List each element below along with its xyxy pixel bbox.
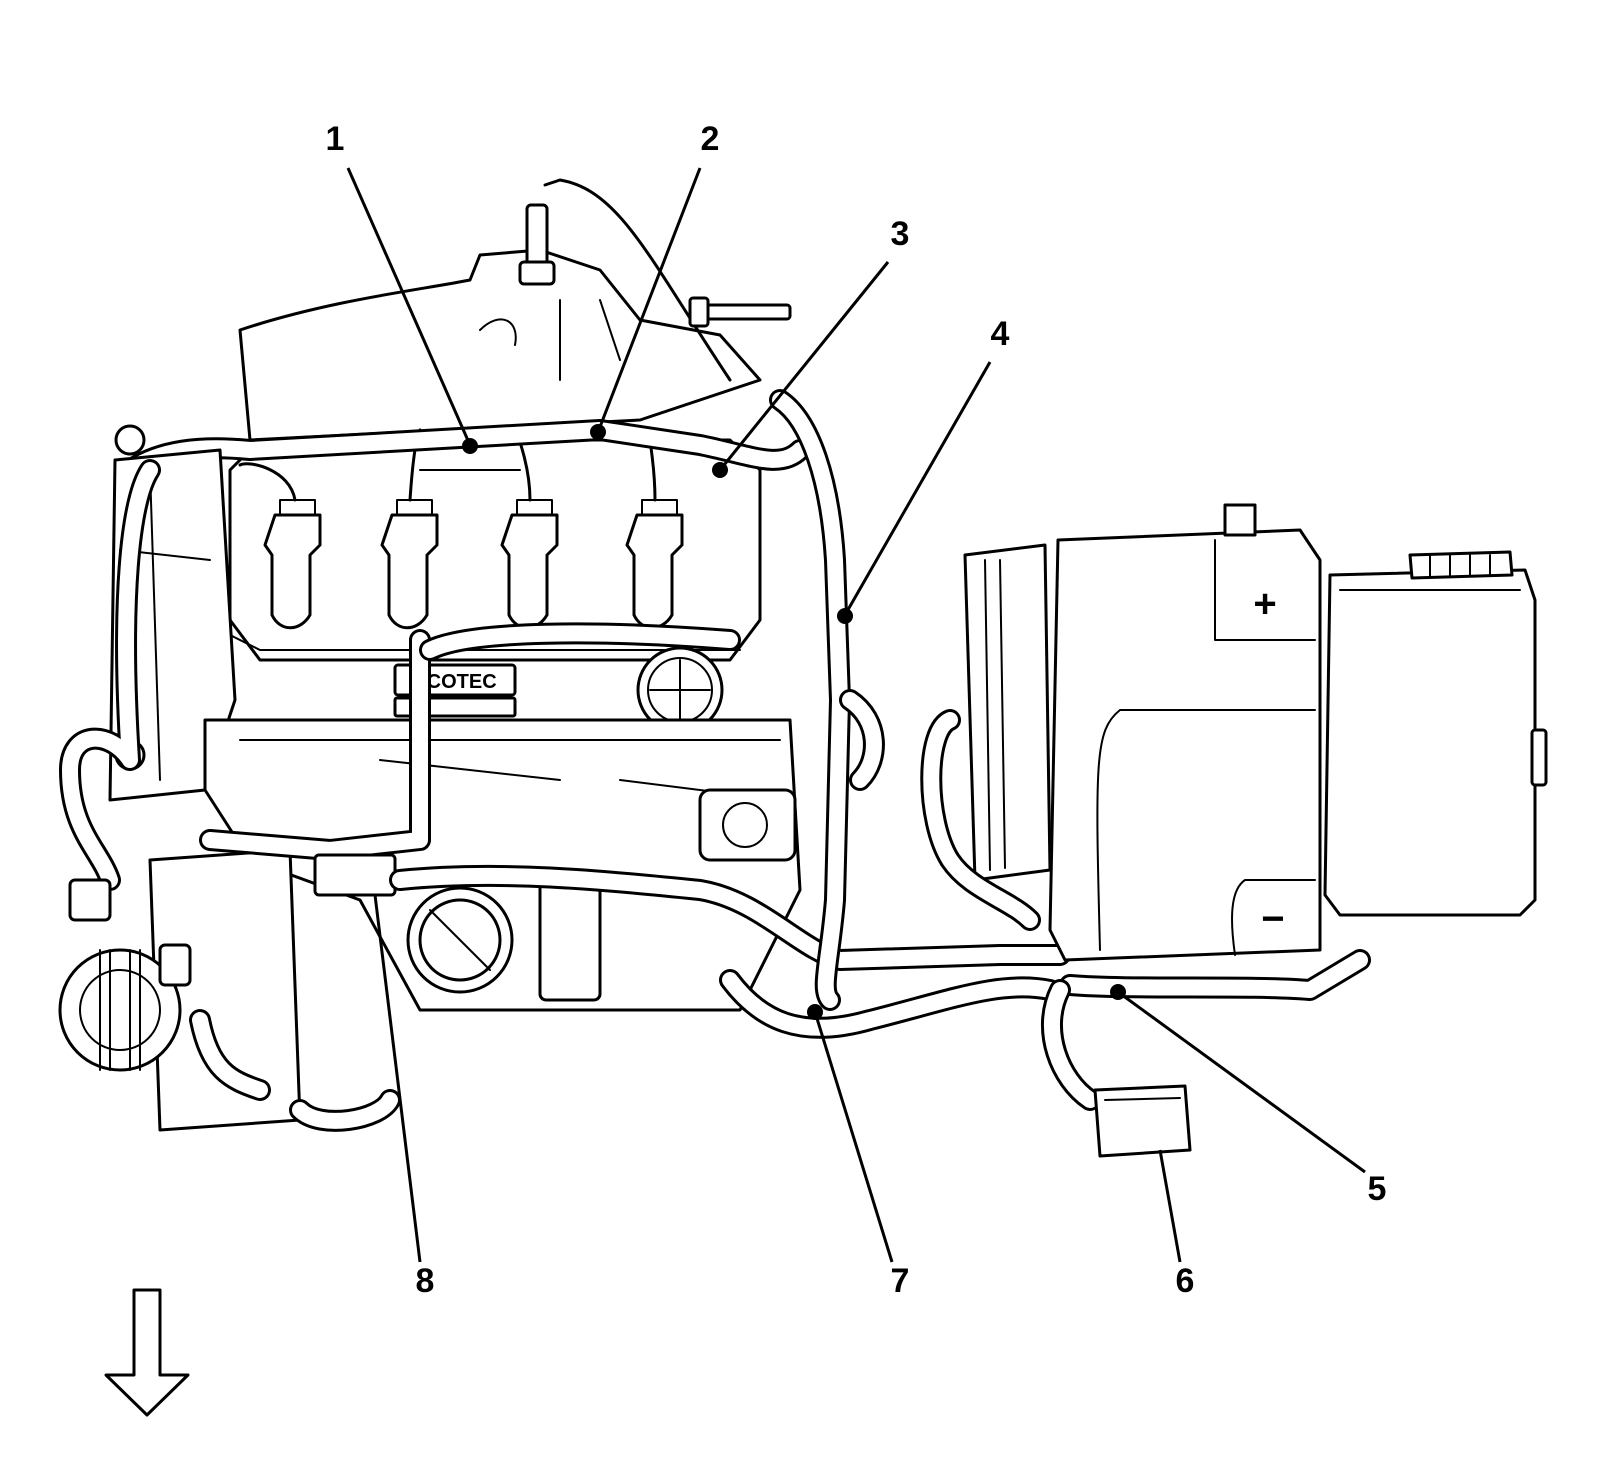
- leader-line-2: [596, 167, 702, 433]
- leader-line-1: [346, 167, 472, 446]
- leader-line-3: [718, 261, 890, 471]
- leader-line-7: [813, 1011, 894, 1263]
- callouts: 1 2 3 4 5 6 7 8: [326, 120, 1387, 1300]
- callout-1: 1: [326, 120, 345, 158]
- leader-line-6: [1158, 1149, 1182, 1263]
- callout-4: 4: [991, 315, 1010, 353]
- callout-5: 5: [1368, 1170, 1387, 1208]
- leader-line-8: [373, 894, 422, 1263]
- leader-line-5: [1117, 990, 1366, 1174]
- callout-6: 6: [1176, 1262, 1195, 1300]
- leader-line-4: [843, 361, 992, 616]
- ignition-coils: [263, 499, 684, 630]
- engine-assembly: ECOTEC: [58, 178, 1071, 1132]
- down-arrow-icon: [104, 1288, 190, 1417]
- battery-negative-mark: −: [1261, 897, 1284, 941]
- callout-7: 7: [891, 1262, 910, 1300]
- callout-3: 3: [891, 215, 910, 253]
- engine-logo: ECOTEC: [413, 671, 496, 693]
- callout-2: 2: [701, 120, 720, 158]
- battery-positive-mark: +: [1253, 582, 1276, 626]
- battery-and-fuse-block: + −: [920, 503, 1548, 1158]
- callout-8: 8: [416, 1262, 435, 1300]
